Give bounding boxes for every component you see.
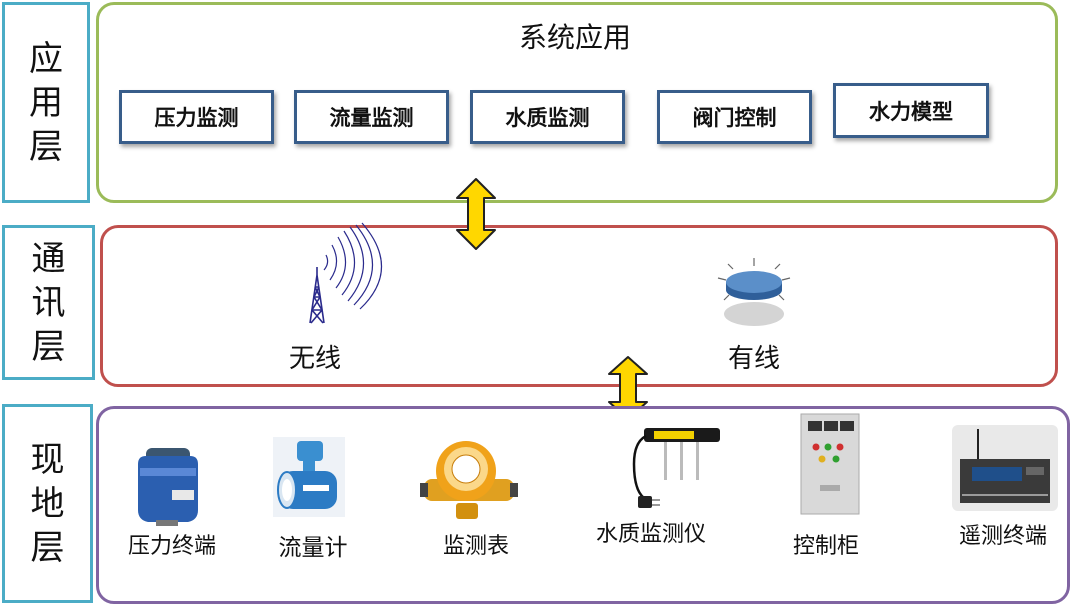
layer-char: 用 — [29, 82, 63, 123]
layer-label-field: 现 地 层 — [2, 404, 93, 603]
layer-char: 应 — [29, 38, 63, 79]
layer-char: 通 — [31, 238, 66, 279]
network-hub-icon — [717, 258, 791, 326]
device-label: 控制柜 — [792, 534, 859, 559]
control-cabinet-icon — [800, 413, 860, 515]
device-label: 遥测终端 — [958, 524, 1047, 549]
layer-label-communication: 通 讯 层 — [2, 225, 95, 380]
layer-char: 层 — [30, 527, 65, 568]
application-title: 系统应用 — [518, 21, 631, 54]
telemetry-terminal-icon — [952, 425, 1058, 511]
device-label: 监测表 — [442, 534, 509, 559]
device-label: 流量计 — [278, 535, 348, 561]
layer-char: 现 — [30, 439, 65, 480]
double-arrow-icon — [456, 178, 496, 250]
module-water-quality-monitoring: 水质监测 — [470, 90, 625, 144]
device-label: 水质监测仪 — [595, 522, 706, 547]
layer-label-application: 应 用 层 — [2, 2, 90, 203]
module-valve-control: 阀门控制 — [657, 90, 812, 144]
layer-char: 层 — [29, 126, 63, 167]
water-quality-probe-icon — [632, 428, 720, 508]
layer-char: 讯 — [31, 282, 66, 323]
radio-tower-icon — [309, 222, 383, 324]
module-pressure-monitoring: 压力监测 — [119, 90, 274, 144]
device-label: 压力终端 — [127, 534, 216, 559]
layer-char: 地 — [30, 483, 65, 524]
pressure-terminal-icon — [138, 448, 198, 526]
module-hydraulic-model: 水力模型 — [833, 83, 989, 138]
water-meter-icon — [420, 441, 518, 519]
field-panel — [96, 406, 1070, 604]
layer-char: 层 — [31, 326, 66, 367]
wired-label: 有线 — [727, 344, 780, 374]
module-flow-monitoring: 流量监测 — [294, 90, 449, 144]
wireless-label: 无线 — [288, 344, 341, 374]
communication-panel — [100, 225, 1058, 387]
flowmeter-icon — [273, 437, 345, 517]
